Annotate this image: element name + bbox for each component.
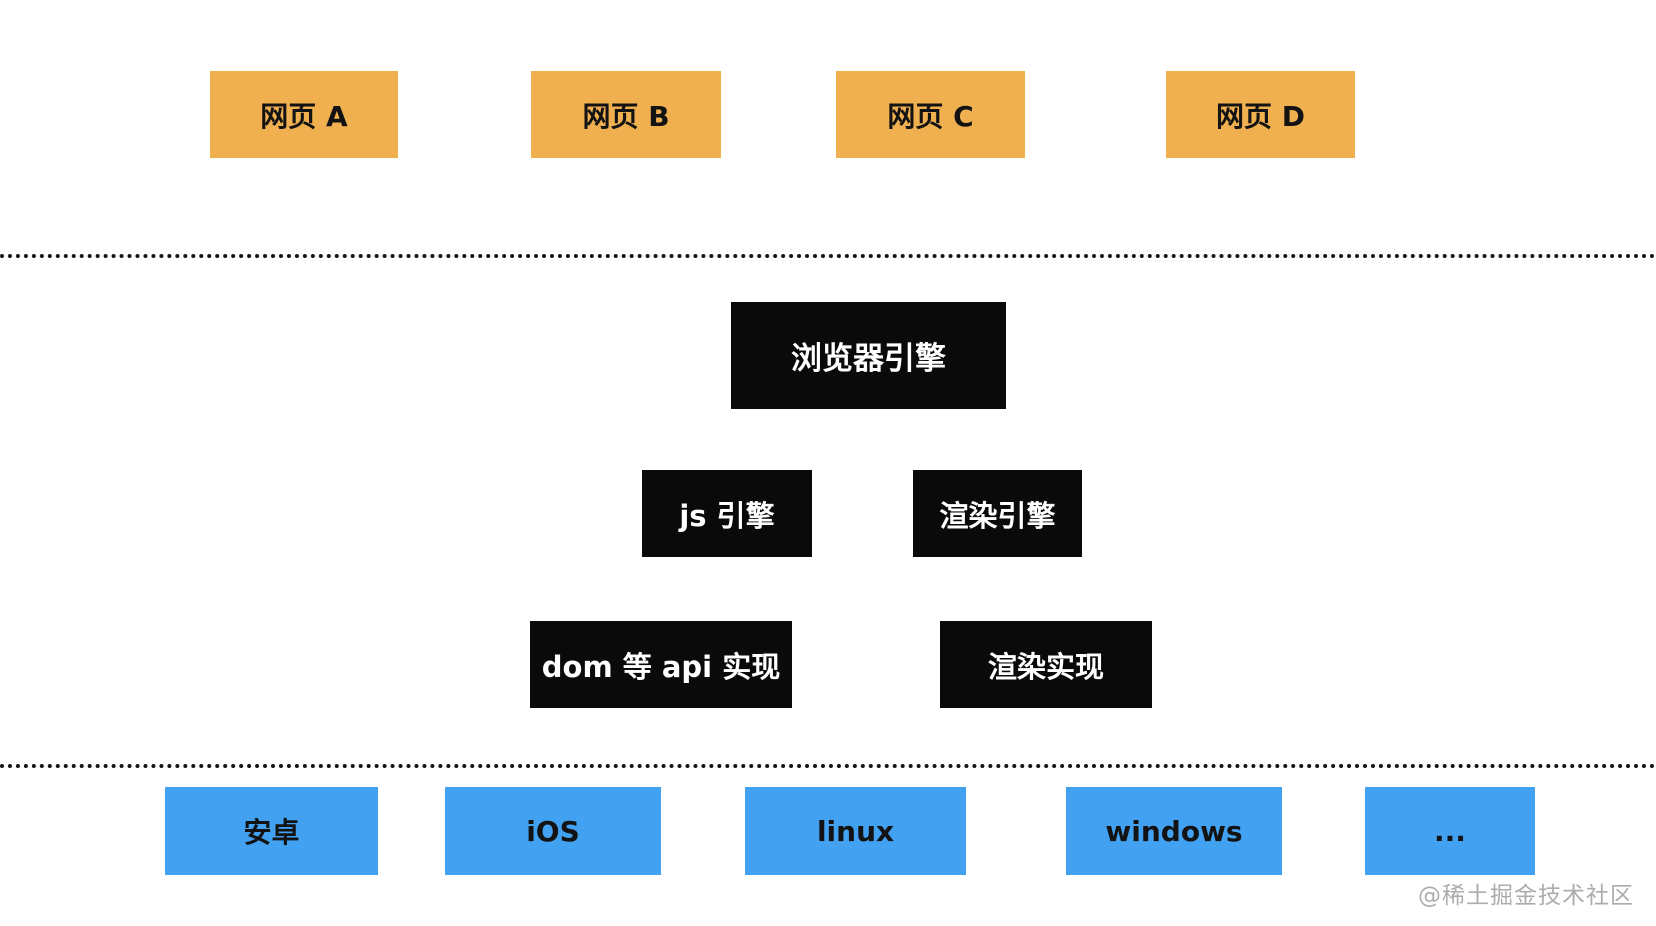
node-render-engine: 渲染引擎 — [913, 470, 1082, 557]
dotted-separator-lower — [0, 764, 1656, 768]
watermark-juejin: @稀土掘金技术社区 — [1418, 883, 1634, 909]
node-platform-windows: windows — [1066, 787, 1282, 875]
node-platform-linux: linux — [745, 787, 966, 875]
node-webpage-a: 网页 A — [210, 71, 398, 158]
node-webpage-b: 网页 B — [531, 71, 721, 158]
node-webpage-c: 网页 C — [836, 71, 1025, 158]
node-platform-android: 安卓 — [165, 787, 378, 875]
node-browser-engine: 浏览器引擎 — [731, 302, 1006, 409]
node-js-engine: js 引擎 — [642, 470, 812, 557]
node-dom-api-implementation: dom 等 api 实现 — [530, 621, 792, 708]
dotted-separator-upper — [0, 254, 1656, 258]
node-render-implementation: 渲染实现 — [940, 621, 1152, 708]
node-webpage-d: 网页 D — [1166, 71, 1355, 158]
node-platform-ellipsis: ... — [1365, 787, 1535, 875]
node-platform-ios: iOS — [445, 787, 661, 875]
